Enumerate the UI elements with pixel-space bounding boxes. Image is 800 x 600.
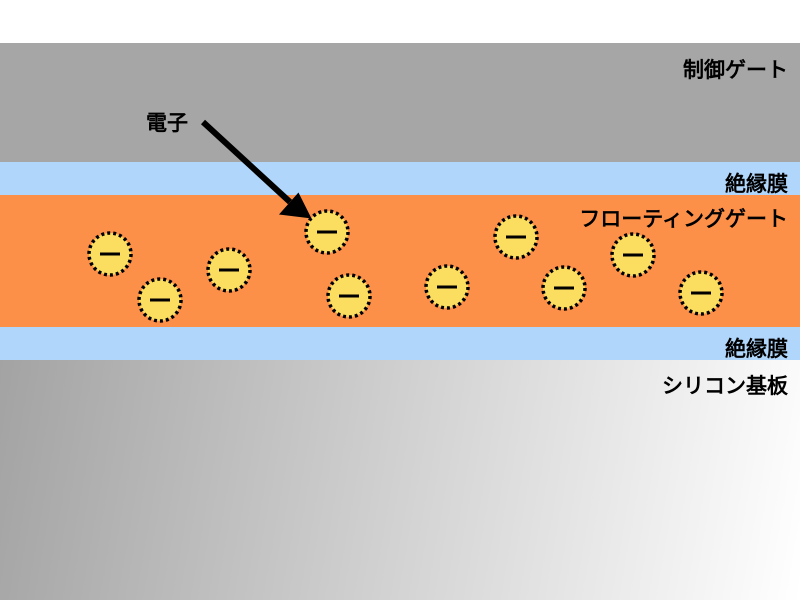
electron <box>304 209 350 255</box>
insulator-top-label: 絶縁膜 <box>725 172 788 196</box>
electron <box>206 247 252 293</box>
floating-gate-layer <box>0 195 800 327</box>
electron <box>493 214 539 260</box>
control-gate-label: 制御ゲート <box>683 58 788 82</box>
electron <box>678 270 724 316</box>
silicon-substrate-layer <box>0 360 800 600</box>
insulator-bottom-layer <box>0 327 800 360</box>
electron <box>541 265 587 311</box>
electron <box>326 273 372 319</box>
arrow <box>200 119 312 219</box>
control-gate-layer <box>0 43 800 162</box>
electron <box>137 277 183 323</box>
substrate-label: シリコン基板 <box>662 374 788 398</box>
electron <box>87 231 133 277</box>
electron <box>424 264 470 310</box>
insulator-bottom-label: 絶縁膜 <box>725 337 788 361</box>
electron <box>610 232 656 278</box>
electron-label: 電子 <box>146 111 188 135</box>
floating-gate-label: フローティングゲート <box>579 207 788 231</box>
insulator-top-layer <box>0 162 800 195</box>
